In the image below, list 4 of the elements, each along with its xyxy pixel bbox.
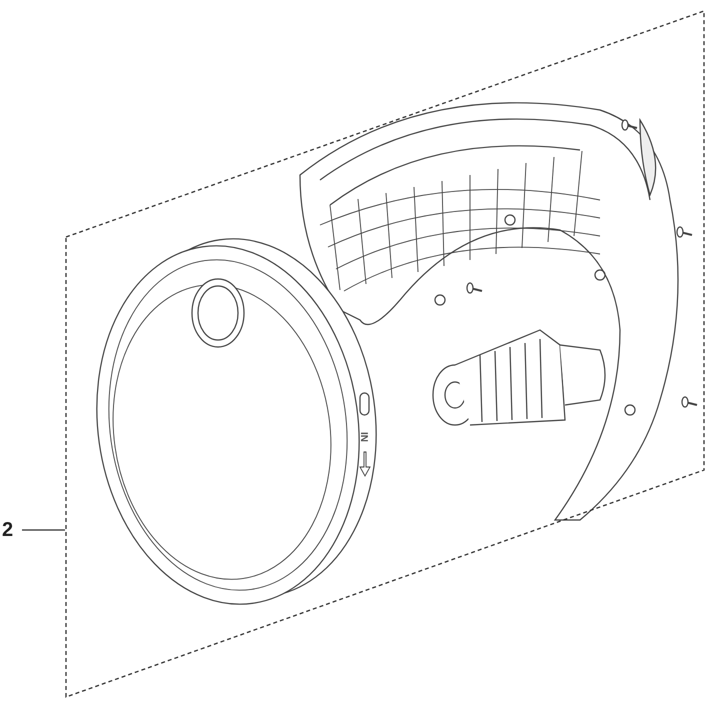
embossed-text: IN	[358, 432, 368, 442]
leader-line	[22, 529, 65, 531]
assembly-frame	[65, 10, 705, 698]
callout-number: 2	[2, 519, 20, 541]
